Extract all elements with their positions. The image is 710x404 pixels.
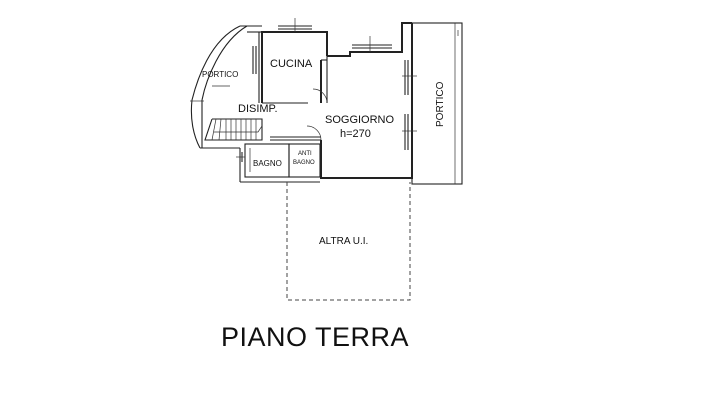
portico-left-area — [190, 25, 262, 149]
portico-left-label: PORTICO — [202, 70, 238, 79]
antibagno-label-1: ANTI — [298, 151, 312, 157]
soggiorno-label: SOGGIORNO — [325, 114, 395, 126]
hall-area — [200, 100, 321, 183]
soggiorno-height-label: h=270 — [340, 128, 371, 140]
antibagno-label-2: BAGNO — [293, 160, 315, 166]
bagno-label: BAGNO — [253, 159, 282, 168]
disimpegno-label: DISIMP. — [238, 103, 278, 115]
staircase — [204, 118, 263, 141]
altra-ui-area — [286, 182, 411, 301]
bathroom-block — [236, 143, 321, 178]
altra-ui-label: ALTRA U.I. — [319, 236, 368, 247]
portico-right-label: PORTICO — [435, 81, 446, 127]
living-room — [306, 22, 417, 179]
floor-title: PIANO TERRA — [221, 322, 410, 352]
cucina-label: CUCINA — [270, 58, 313, 70]
kitchen-room — [252, 18, 328, 104]
